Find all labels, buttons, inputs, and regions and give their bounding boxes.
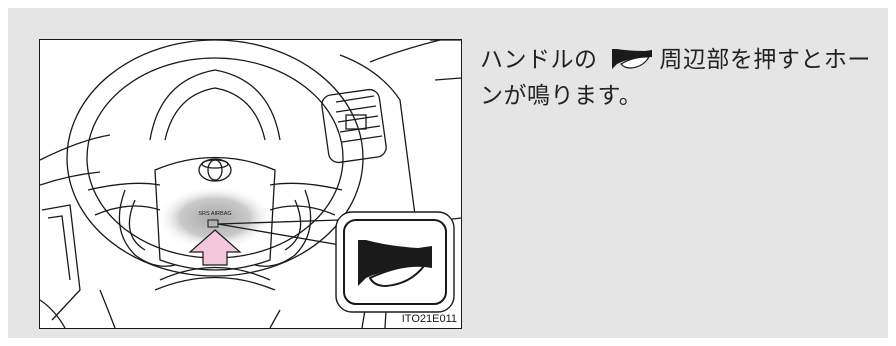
content-panel: SRS AIRBAG ITO21E011 ハンドルの 周辺部を押すとホーンが鳴り…: [8, 8, 888, 338]
horn-icon: [611, 47, 653, 80]
instruction-text: ハンドルの 周辺部を押すとホーンが鳴ります。: [480, 44, 880, 113]
steering-wheel-illustration: SRS AIRBAG ITO21E011: [39, 39, 462, 329]
press-arrow-icon: [188, 229, 242, 266]
airbag-label: SRS AIRBAG: [198, 211, 231, 217]
toyota-emblem-icon: [198, 158, 232, 182]
instruction-part-1: ハンドルの: [480, 47, 598, 73]
magnified-horn-icon: [335, 211, 455, 313]
horn-pad-highlight: [157, 186, 273, 250]
steering-wheel-drawing: SRS AIRBAG: [40, 40, 461, 328]
instruction-part-2: 周辺部を押すとホーンが鳴ります。: [480, 47, 871, 109]
figure-code: ITO21E011: [401, 313, 457, 325]
